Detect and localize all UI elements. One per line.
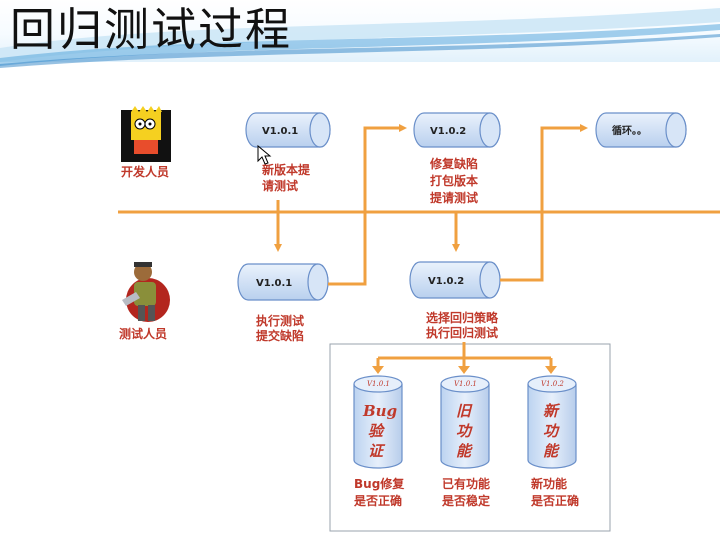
strategy-line: 旧 xyxy=(456,402,473,420)
strategy-line: 功 xyxy=(543,422,560,440)
cylinder-dev-loop: 循环。。 xyxy=(595,112,687,148)
caption-line: 新功能 xyxy=(531,476,567,491)
strategy-line: 功 xyxy=(456,422,473,440)
strategy-bug-verify: V1.0.1 Bug 验 证 xyxy=(353,375,403,469)
caption-line: 是否正确 xyxy=(353,493,402,508)
caption-line: 提请测试 xyxy=(430,190,478,205)
caption-line: 提交缺陷 xyxy=(256,328,304,343)
cylinder-dev-v101: V1.0.1 xyxy=(245,112,331,148)
caption-line: 请测试 xyxy=(262,178,298,193)
cylinder-label: V1.0.1 xyxy=(256,278,292,289)
header-swoosh xyxy=(0,8,720,68)
strategy-line: 能 xyxy=(543,442,560,460)
caption-line: 新版本提 xyxy=(262,162,311,177)
caption-line: 打包版本 xyxy=(430,173,478,188)
branch-arrowhead-mid xyxy=(458,366,470,374)
developer-label: 开发人员 xyxy=(121,164,169,179)
strategy-version: V1.0.2 xyxy=(541,380,564,388)
tester-label: 测试人员 xyxy=(119,326,167,341)
developer-avatar xyxy=(121,106,171,162)
strategy-line: Bug xyxy=(362,402,397,420)
cylinder-label: V1.0.2 xyxy=(428,276,464,287)
caption-line: Bug修复 xyxy=(354,476,405,491)
mouse-cursor-icon xyxy=(257,144,272,165)
caption-line: 是否稳定 xyxy=(441,493,490,508)
arrow-test-to-dev-v102 xyxy=(328,124,407,286)
strategy-version: V1.0.1 xyxy=(367,380,390,388)
caption-line: 执行测试 xyxy=(256,313,304,328)
cylinder-label: 循环。。 xyxy=(612,124,647,137)
strategy-old-features: V1.0.1 旧 功 能 xyxy=(440,375,490,469)
branch-arrows xyxy=(376,342,553,370)
cylinder-dev-v102: V1.0.2 xyxy=(413,112,501,148)
strategy-line: 证 xyxy=(368,442,386,460)
caption-line: 选择回归策略 xyxy=(426,310,499,325)
arrow-test-to-loop xyxy=(500,124,588,282)
strategy-line: 新 xyxy=(543,402,561,420)
strategy-line: 验 xyxy=(368,422,386,440)
tester-avatar xyxy=(122,262,170,322)
caption-line: 执行回归测试 xyxy=(426,325,498,340)
cylinder-test-v102: V1.0.2 xyxy=(409,261,501,299)
page-title: 回归测试过程 xyxy=(10,3,293,56)
strategy-line: 能 xyxy=(456,442,473,460)
branch-arrowhead-left xyxy=(372,366,384,374)
cylinder-label: V1.0.1 xyxy=(262,126,298,137)
cylinder-test-v101: V1.0.1 xyxy=(237,263,329,301)
caption-line: 已有功能 xyxy=(442,476,490,491)
branch-arrowhead-right xyxy=(545,366,557,374)
caption-line: 修复缺陷 xyxy=(429,156,478,171)
strategy-new-features: V1.0.2 新 功 能 xyxy=(527,375,577,469)
strategy-version: V1.0.1 xyxy=(454,380,477,388)
cylinder-label: V1.0.2 xyxy=(430,126,466,137)
caption-line: 是否正确 xyxy=(530,493,579,508)
